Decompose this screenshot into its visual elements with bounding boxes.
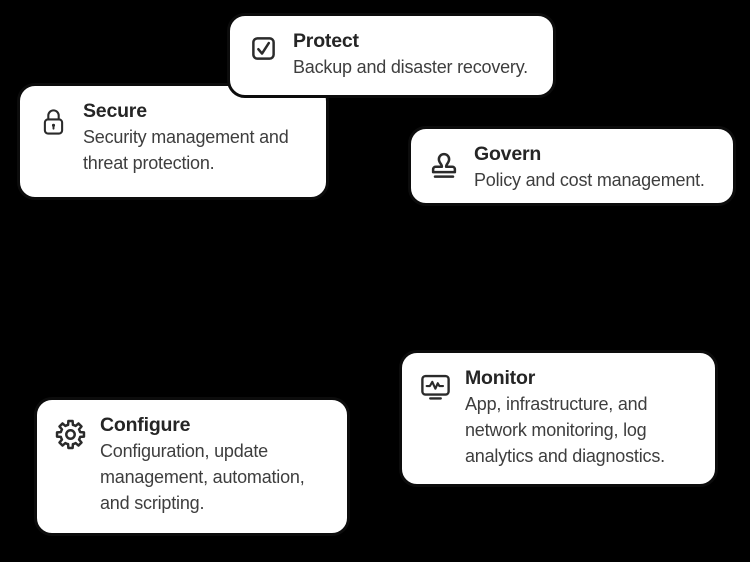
card-description: App, infrastructure, and network monitor…: [465, 394, 665, 466]
card-text-block: Govern Policy and cost management.: [474, 141, 719, 191]
card-title: Govern: [474, 143, 542, 165]
card-title: Protect: [293, 30, 359, 52]
card-text-block: Protect Backup and disaster recovery.: [293, 28, 539, 83]
lock-icon: [36, 105, 70, 185]
card-text-block: Configure Configuration, update manageme…: [100, 412, 333, 521]
stamp-icon: [427, 148, 461, 191]
card-description: Configuration, update management, automa…: [100, 441, 305, 513]
card-text-block: Monitor App, infrastructure, and network…: [465, 365, 701, 472]
card-configure: Configure Configuration, update manageme…: [34, 397, 350, 536]
card-description: Security management and threat protectio…: [83, 127, 289, 173]
monitor-pulse-icon: [418, 372, 452, 472]
card-text-block: Secure Security management and threat pr…: [83, 98, 312, 185]
card-monitor: Monitor App, infrastructure, and network…: [399, 350, 718, 487]
card-title: Monitor: [465, 367, 536, 389]
card-title: Configure: [100, 414, 191, 436]
card-secure: Secure Security management and threat pr…: [17, 83, 329, 200]
checkbox-check-icon: [246, 35, 280, 83]
gear-icon: [53, 419, 87, 521]
card-govern: Govern Policy and cost management.: [408, 126, 736, 206]
card-title: Secure: [83, 100, 147, 122]
card-description: Policy and cost management.: [474, 170, 705, 190]
card-protect: Protect Backup and disaster recovery.: [227, 13, 556, 98]
card-description: Backup and disaster recovery.: [293, 57, 528, 77]
